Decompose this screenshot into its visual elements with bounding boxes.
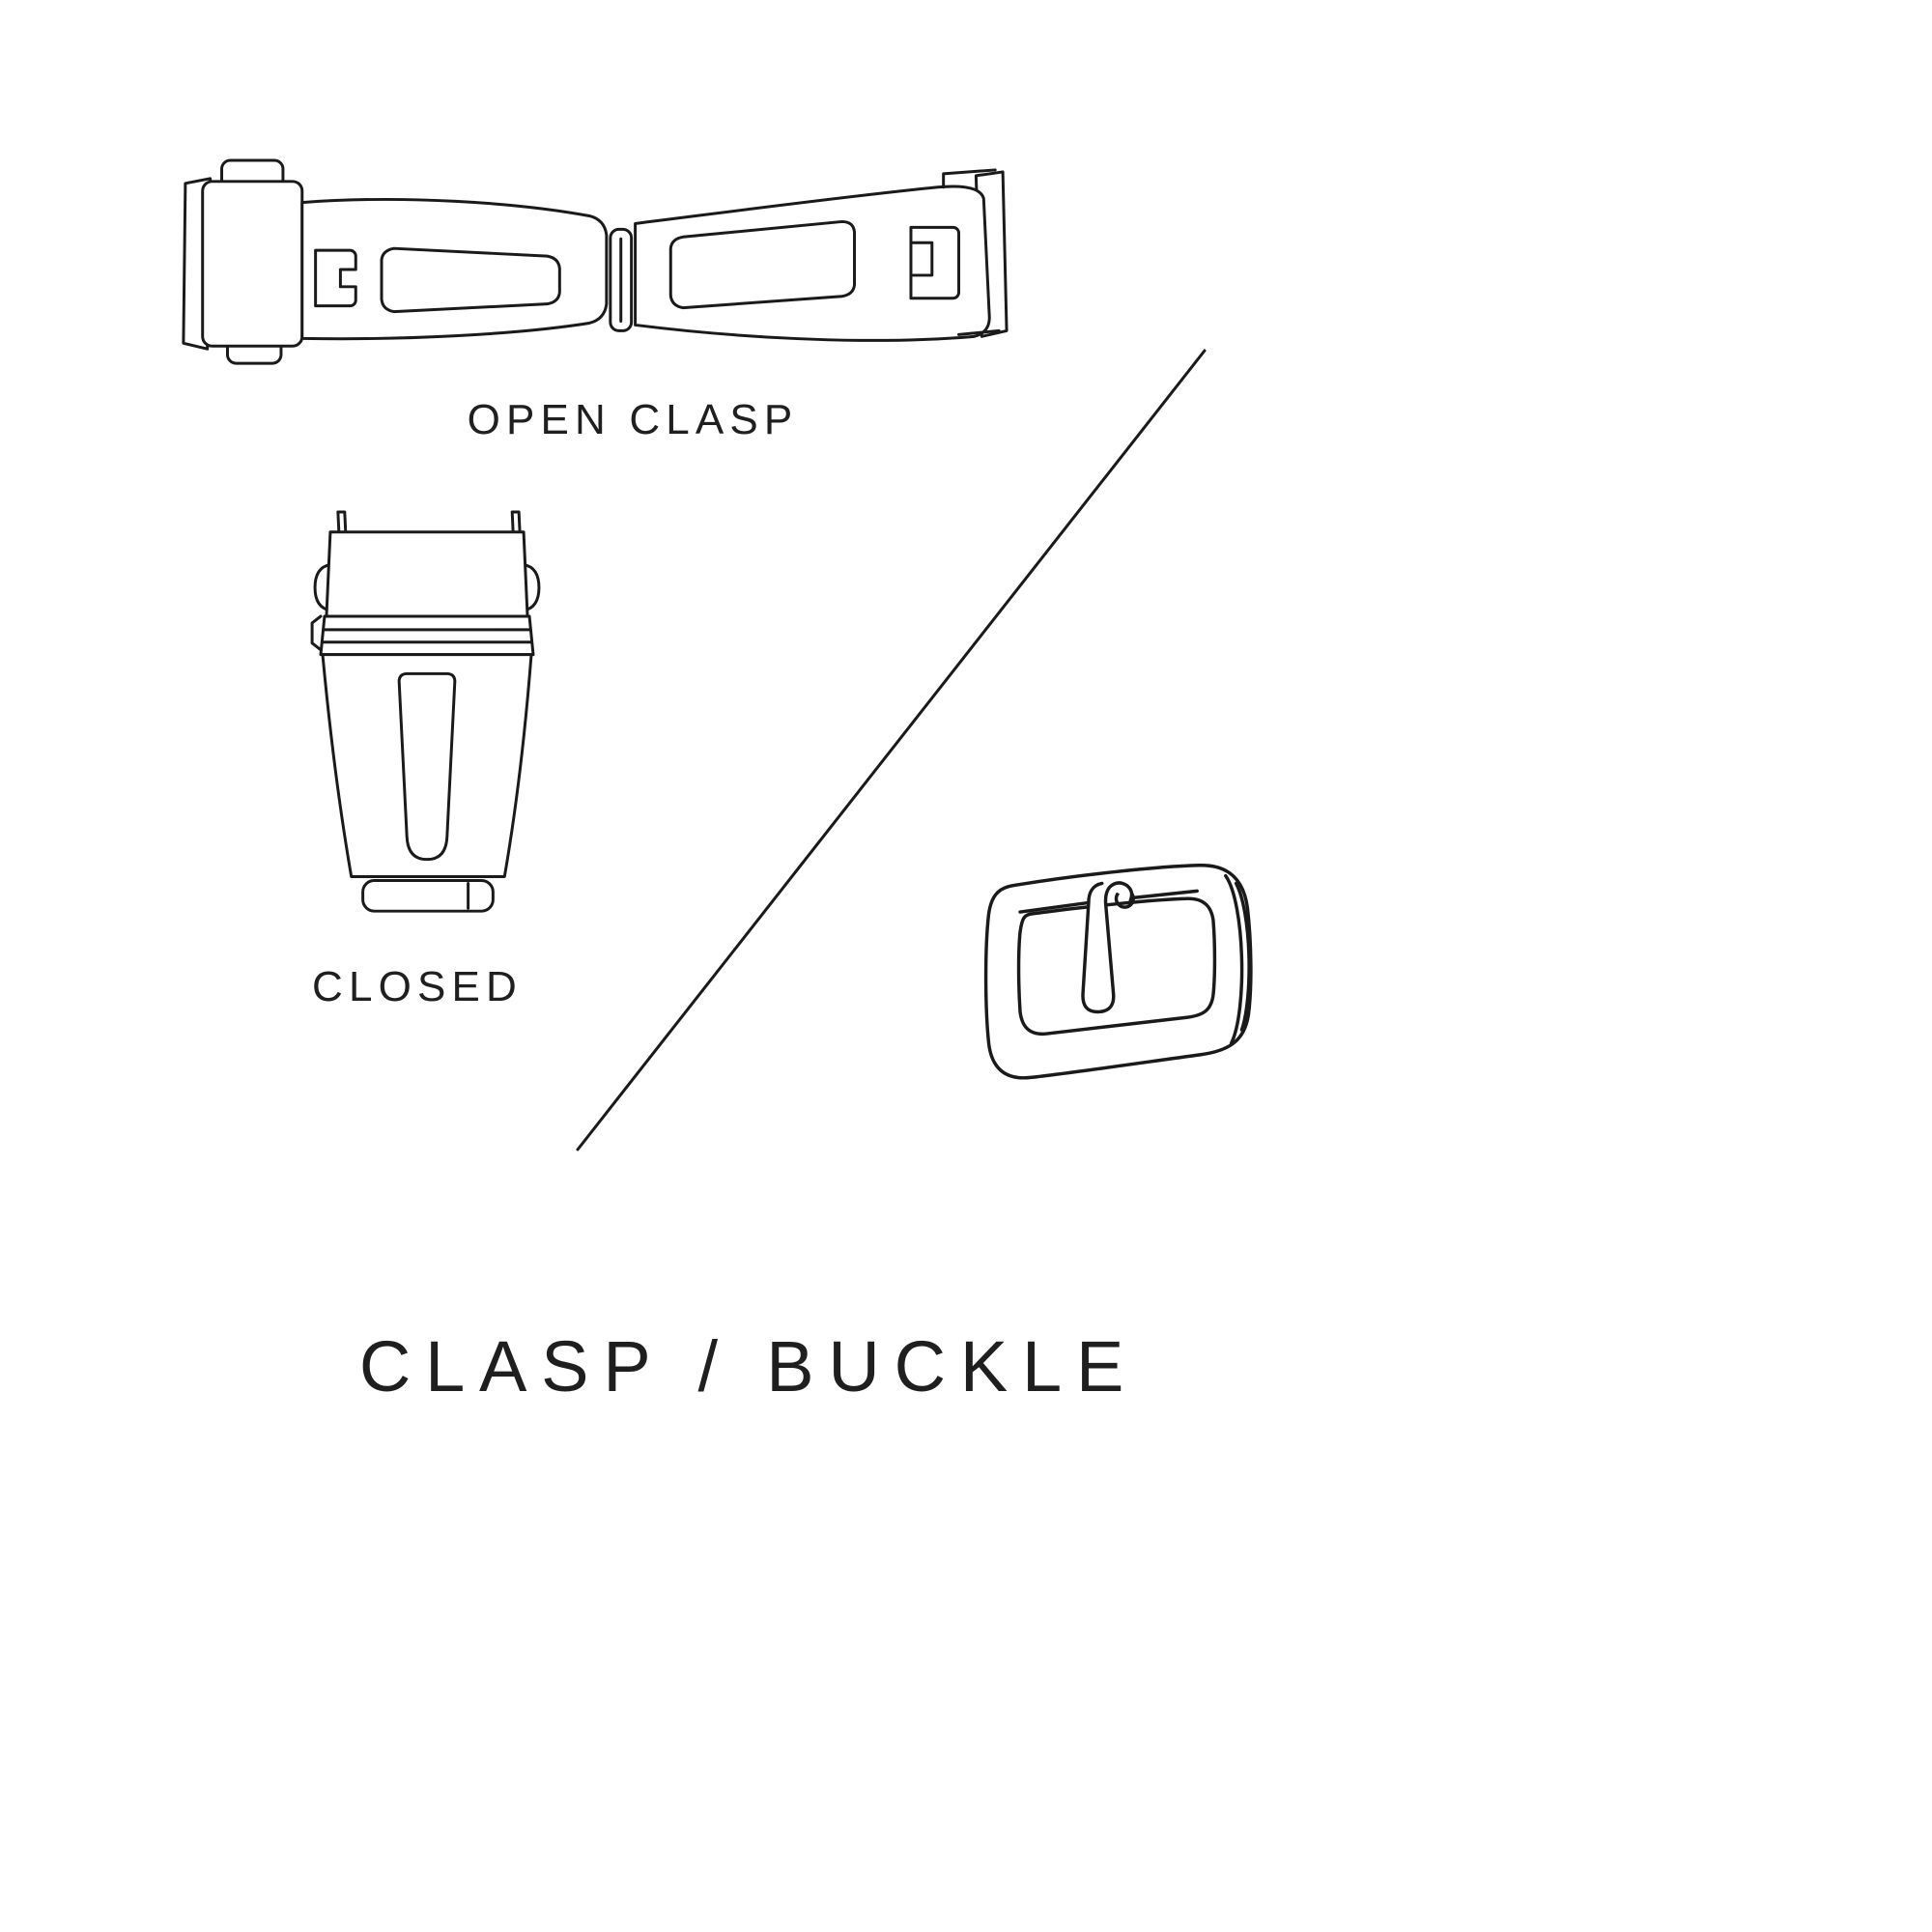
clasp-left-notch: [314, 248, 357, 308]
clasp-right-arm: [634, 185, 991, 342]
buckle-tongue: [1081, 881, 1134, 1014]
clasp-right-top-accent: [942, 168, 997, 189]
open-clasp-label: OPEN CLASP: [467, 396, 799, 443]
buckle-bar-right: [1132, 889, 1199, 899]
closed-inner-slot: [397, 671, 457, 862]
buckle-bar-left: [1018, 900, 1093, 914]
pin-buckle-illustration: [983, 864, 1253, 1080]
clasp-right-bottom-accent: [957, 328, 1001, 336]
buckle-opening: [1016, 896, 1217, 1037]
page-title: CLASP / BUCKLE: [358, 1326, 1139, 1406]
clasp-right-inner-outline: [668, 219, 857, 310]
diagonal-divider: [576, 349, 1207, 1151]
closed-band: [319, 614, 535, 657]
closed-clasp-label: CLOSED: [312, 963, 523, 1010]
closed-clasp-drawing: [310, 510, 541, 913]
closed-top-block: [325, 530, 529, 618]
closed-prong-left: [336, 510, 348, 534]
clasp-right-keeper: [909, 225, 961, 300]
closed-corner-notch: [310, 614, 323, 652]
open-clasp-drawing: [182, 158, 1009, 365]
divider-line: [576, 349, 1207, 1151]
pin-buckle-drawing: [983, 864, 1253, 1080]
closed-body: [321, 653, 533, 878]
clasp-right-keeper-hook: [909, 241, 934, 277]
buckle-side-curve-outer: [1224, 873, 1244, 1045]
closed-foot: [361, 878, 495, 913]
clasp-cover: [201, 180, 304, 348]
open-clasp-illustration: [182, 158, 1009, 365]
buckle-side-curve-inner: [1234, 881, 1251, 1032]
closed-clasp-illustration: [310, 510, 541, 913]
closed-prong-right: [510, 510, 522, 534]
clasp-left-inner-outline: [380, 246, 561, 314]
